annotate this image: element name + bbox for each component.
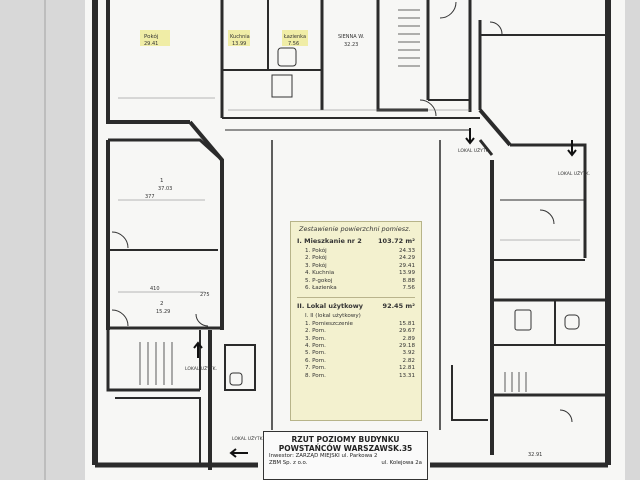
legend-row: 3. Pom. 2.89 [297,336,415,343]
entrance-label: LOKAL UŻYTK. [185,365,217,372]
legend-row: I. II (lokal użytkowy) [297,313,415,320]
row-value: 13.99 [398,270,415,277]
row-label: 7. Pom. [305,365,326,372]
legend-row: 4. Kuchnia 13.99 [297,270,415,277]
legend-divider [297,297,415,299]
row-value: 2.89 [402,335,415,342]
room-label-area: 29.41 [144,41,158,47]
row-value: 29.18 [398,343,415,350]
legend-row: 2. Pom. 29.67 [297,328,415,335]
row-value: 15.81 [398,320,415,327]
row-label: 5. P-gokoj [305,277,333,284]
entrance-label: LOKAL UŻYTK. [232,435,264,442]
row-value: 2.82 [402,357,415,364]
row-value: 8.88 [402,277,415,284]
room-label-area: 32.23 [344,42,358,48]
legend-row: 1. Pomieszczenie 15.81 [297,321,415,328]
section-name: II. Lokal użytkowy [297,302,363,311]
title-line-2: POWSTAŃCÓW WARSZAWSK.35 [278,444,413,453]
entrance-label: LOKAL UŻYTK. [558,170,590,177]
row-label: 6. Łazienka [305,285,337,292]
section-total: 103.72 m² [378,237,415,245]
row-value: 12.81 [398,365,415,372]
stairs [139,9,527,392]
room-label-number: 1 [160,178,164,184]
legend-section-heading: II. Lokal użytkowy 92.45 m² [297,302,415,310]
fixtures [111,1,580,423]
room-tag-highlight [228,30,250,46]
room-tag-highlight [140,30,170,46]
legend-row: 4. Pom. 29.18 [297,343,415,350]
row-value: 7.56 [402,285,415,292]
row-value: 29.41 [398,262,415,269]
walls [92,0,611,470]
row-label: 3. Pom. [305,335,326,342]
drawing-title-block: RZUT POZIOMY BUDYNKU POWSTAŃCÓW WARSZAWS… [263,431,428,480]
row-value: 13.31 [398,372,415,379]
room-label-name: Łazienka [283,34,306,40]
dimension-text: 377 [145,194,155,200]
row-value: 24.29 [398,255,415,262]
company-line: ZBM Sp. z o.o. ul. Kolejowa 2a [269,460,422,467]
legend-row: 3. Pokój 29.41 [297,263,415,270]
legend-title: Zestawienie powierzchni pomiesz. [299,225,411,233]
room-tag-highlight [282,30,308,46]
section-total: 92.45 m² [382,302,415,311]
row-label: 4. Pom. [305,343,326,350]
row-label: 3. Pokój [305,262,327,269]
row-label: 1. Pokój [305,248,327,254]
room-label-area: 37.03 [158,186,172,192]
entrance-arrow-icon [465,128,475,145]
room-label-name: Pokój [144,33,159,40]
room-label-area: 32.91 [528,452,542,458]
room-label-area: 15.29 [156,309,170,315]
row-label: 5. Pom. [305,350,326,357]
room-label-area: 7.56 [288,41,299,47]
room-label-name: SIENNA W. [338,34,365,40]
dimension-text: 410 [150,286,160,292]
legend-row: 6. Pom. 2.82 [297,358,415,365]
section-name: I. Mieszkanie nr 2 [297,237,362,245]
area-summary-legend: Zestawienie powierzchni pomiesz. I. Mies… [290,221,422,421]
legend-row: 8. Pom. 13.31 [297,373,415,380]
row-label: 1. Pomieszczenie [305,320,354,327]
row-label: I. II (lokal użytkowy) [305,313,361,320]
row-value: 24.33 [398,248,415,254]
room-label-name: Kuchnia [230,34,250,40]
row-value: 3.92 [402,350,415,357]
entrance-arrow-icon [567,140,577,157]
row-label: 8. Pom. [305,372,326,379]
title-line-1: RZUT POZIOMY BUDYNKU [291,435,400,444]
entrance-label: LOKAL UŻYTK. [458,147,490,154]
company-address: ul. Kolejowa 2a [381,460,422,466]
legend-row: 7. Pom. 12.81 [297,365,415,372]
dimension-lines [118,97,580,293]
row-label: 2. Pom. [305,328,326,335]
legend-row: 2. Pokój 24.29 [297,255,415,262]
room-label-area: 13.99 [232,41,246,47]
row-label: 4. Kuchnia [305,270,335,277]
row-label: 6. Pom. [305,357,326,364]
room-label-number: 2 [160,301,164,307]
investor-line: Inwestor: ZARZĄD MIEJSKI ul. Parkowa 2 [269,453,378,459]
row-value: 29.67 [398,328,415,335]
dimension-text: 275 [200,292,210,298]
legend-row: 5. P-gokoj 8.88 [297,278,415,285]
entrance-arrow-icon [193,341,203,358]
entrance-arrow-icon [229,448,248,458]
legend-section-heading: I. Mieszkanie nr 2 103.72 m² [297,237,415,245]
legend-row: 6. Łazienka 7.56 [297,285,415,292]
company-name: ZBM Sp. z o.o. [269,460,308,466]
legend-row: 5. Pom. 3.92 [297,350,415,357]
legend-row: 1. Pokój 24.33 [297,248,415,255]
row-label: 2. Pokój [305,255,327,262]
